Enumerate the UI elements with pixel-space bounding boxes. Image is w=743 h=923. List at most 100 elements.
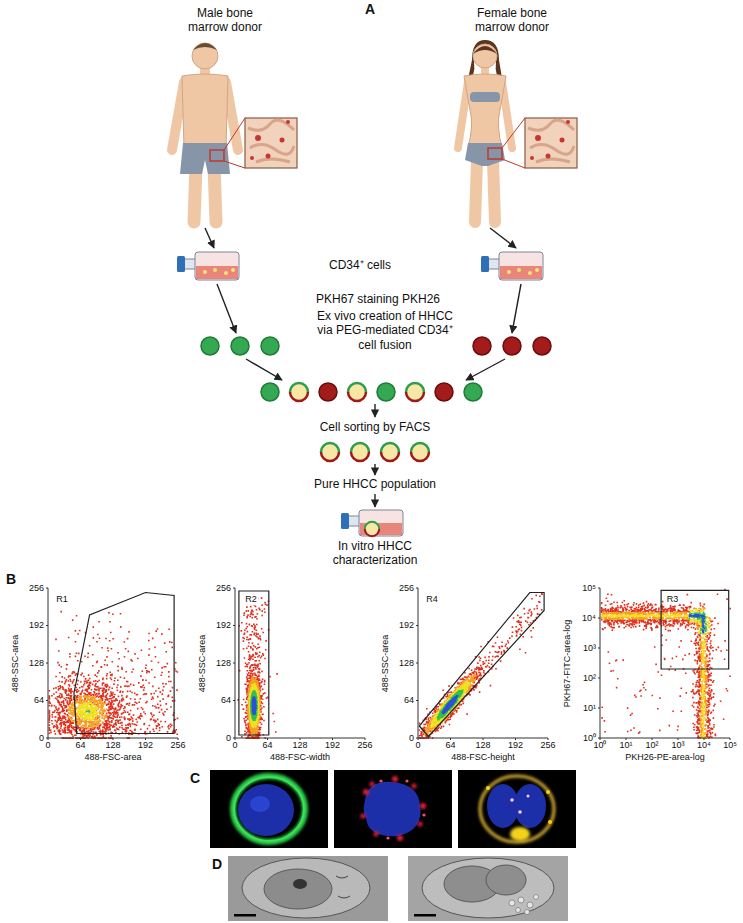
bone-marrow-inset (250, 156, 254, 160)
step-label: In vitro HHCC characterization (320, 539, 430, 568)
tick-mark (46, 663, 48, 664)
culture-flask (341, 513, 349, 529)
tem-image (234, 914, 256, 917)
scatter-points (424, 674, 477, 735)
tick-mark (598, 678, 600, 679)
fluorescence-image (510, 798, 514, 802)
tem-image (264, 869, 332, 909)
tick-mark (235, 738, 236, 740)
bone-marrow-inset (266, 154, 271, 159)
tick-mark (416, 625, 418, 626)
female-donor-figure (473, 44, 497, 68)
gate-label: R3 (666, 594, 680, 605)
fluorescence-image (386, 836, 389, 839)
fluorescence-image (412, 784, 417, 789)
fluorescence-image (420, 803, 426, 809)
flow-arrows (490, 228, 516, 248)
tem-image (516, 908, 521, 913)
culture-flask (500, 266, 542, 279)
bone-marrow-inset (286, 120, 290, 124)
tick-label: 256 (540, 740, 555, 751)
pkh26-stained-cells (503, 337, 521, 355)
y-axis (600, 588, 601, 738)
tem-image (486, 865, 526, 895)
culture-flask (481, 252, 543, 280)
tick-mark (145, 738, 146, 740)
tick-mark (300, 738, 301, 740)
flow-arrows (205, 228, 521, 507)
scatter-points (68, 695, 108, 729)
fluorescence-image (234, 777, 304, 841)
tick-mark (416, 588, 418, 589)
fluorescence-image (546, 790, 550, 794)
tick-label: 10⁵ (723, 740, 737, 751)
fluorescence-image (527, 795, 530, 798)
culture-flask (196, 266, 238, 279)
female-donor-figure (470, 92, 500, 102)
culture-flask (341, 510, 403, 536)
culture-flask (213, 268, 217, 272)
tick-mark (652, 738, 653, 740)
bone-marrow-inset (245, 118, 297, 168)
sorted-hhcc-cells (351, 443, 369, 461)
tick-label: 10⁵ (582, 583, 596, 594)
bone-marrow-inset (528, 120, 574, 162)
pkh67-stained-cells (201, 337, 219, 355)
fluorescence-image (334, 770, 452, 848)
tick-label: 0 (39, 733, 44, 744)
culture-flask (177, 252, 239, 280)
sorted-hhcc-cells (321, 443, 429, 461)
flow-arrows (466, 359, 505, 380)
bone-marrow-inset (566, 120, 570, 124)
bone-marrow-inset (280, 138, 285, 143)
fluorescence-image (238, 784, 294, 836)
tick-mark (267, 738, 268, 740)
pkh67-stained-cells (201, 337, 279, 355)
fluorescence-image (364, 782, 421, 836)
bone-marrow-inset (210, 150, 224, 161)
tick-label: 128 (475, 740, 490, 751)
sorted-hhcc-cells (321, 443, 339, 461)
culture-flask (499, 252, 543, 280)
tick-mark (598, 618, 600, 619)
fluorescence-image (418, 822, 423, 827)
tick-mark (233, 663, 235, 664)
tick-label: 192 (216, 620, 231, 631)
tick-mark (626, 738, 627, 740)
fluorescence-image (361, 814, 366, 819)
scatter-points (419, 593, 543, 739)
scatter-points (77, 702, 99, 721)
bone-marrow-inset (560, 138, 565, 143)
bone-marrow-inset (535, 135, 541, 141)
fluorescence-image (379, 779, 425, 839)
scatter-points (86, 710, 91, 713)
female-donor-figure (464, 74, 506, 148)
donor-label: Male bone marrow donor (180, 6, 270, 35)
tick-label: 256 (29, 583, 44, 594)
tick-label: 64 (262, 740, 272, 751)
fluorescence-image (334, 770, 452, 848)
fluorescence-image (458, 770, 576, 848)
tem-image (509, 900, 515, 906)
female-donor-figure (458, 40, 512, 222)
tick-label: 0 (409, 733, 414, 744)
culture-flask (195, 252, 239, 280)
tick-label: 0 (45, 740, 50, 751)
flow-arrows (512, 284, 521, 333)
tick-label: 10¹ (619, 740, 632, 751)
mixed-cells (319, 383, 337, 401)
pkh26-stained-cells (533, 337, 551, 355)
step-label: Ex vivo creation of HHCC via PEG-mediate… (310, 309, 460, 352)
tick-label: 128 (29, 658, 44, 669)
tick-mark (113, 738, 114, 740)
step-label: Cell sorting by FACS (320, 420, 431, 434)
tick-mark (598, 708, 600, 709)
gate-label: R1 (55, 594, 69, 605)
tick-label: 256 (357, 740, 372, 751)
gate-label: R2 (244, 594, 258, 605)
tick-label: 256 (216, 583, 231, 594)
culture-flask (359, 510, 403, 536)
tick-label: 192 (508, 740, 523, 751)
flow-arrows (205, 228, 214, 248)
